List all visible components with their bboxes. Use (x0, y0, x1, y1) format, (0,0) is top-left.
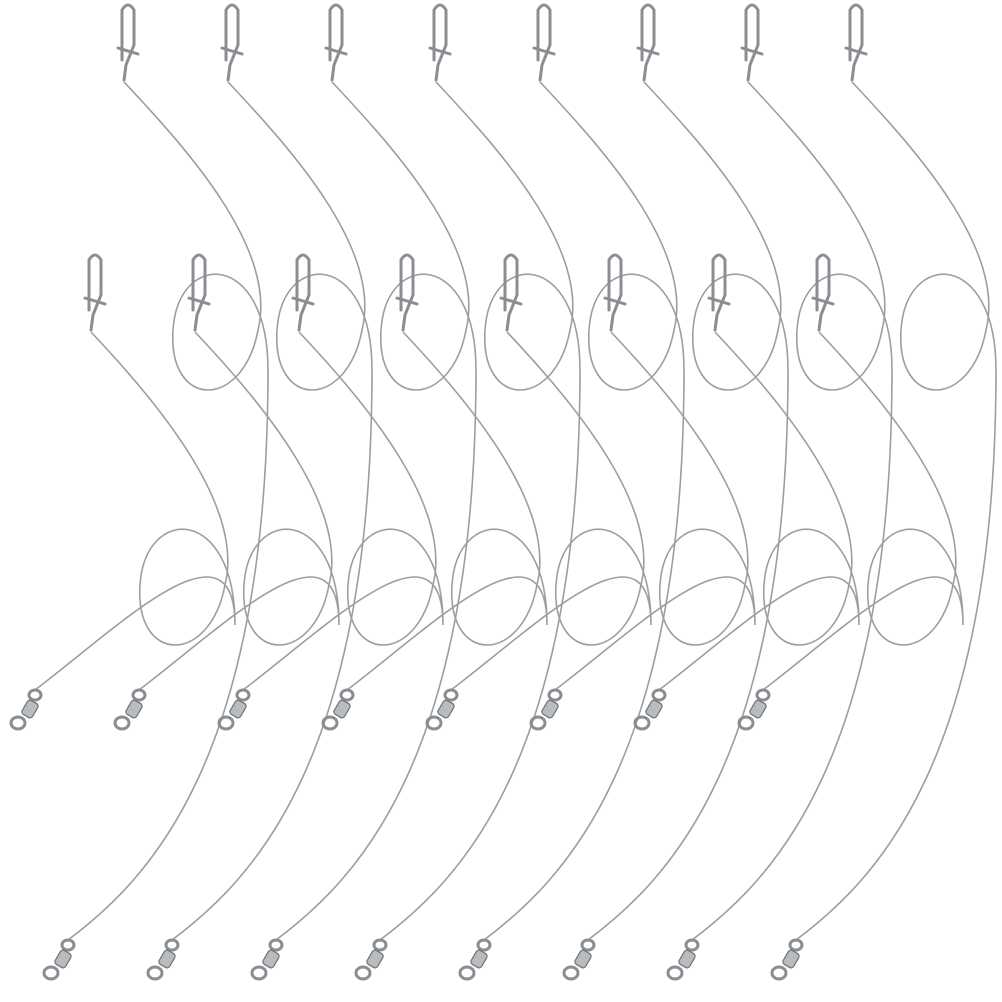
snap-clip-icon (395, 253, 419, 332)
steel-wire (67, 81, 269, 941)
swivel-icon (633, 688, 667, 731)
swivel-icon (9, 688, 43, 731)
snap-clip-icon (187, 253, 211, 332)
steel-wire (483, 81, 685, 941)
swivel-icon (666, 938, 700, 981)
back-row-leader-7 (666, 3, 893, 981)
snap-clip-icon (499, 253, 523, 332)
steel-wire (658, 331, 860, 691)
swivel-icon (458, 938, 492, 981)
snap-clip-icon (220, 3, 244, 82)
front-row-leader-1 (9, 253, 236, 731)
snap-clip-icon (811, 253, 835, 332)
snap-clip-icon (83, 253, 107, 332)
front-row-leader-3 (217, 253, 444, 731)
snap-clip-icon (428, 3, 452, 82)
steel-wire (450, 331, 652, 691)
swivel-icon (42, 938, 76, 981)
steel-wire (275, 81, 477, 941)
steel-wire (346, 331, 548, 691)
steel-wire (138, 331, 340, 691)
steel-wire (379, 81, 581, 941)
snap-clip-icon (844, 3, 868, 82)
swivel-icon (770, 938, 804, 981)
snap-clip-icon (603, 253, 627, 332)
swivel-icon (562, 938, 596, 981)
steel-wire (587, 81, 789, 941)
back-row-leader-8 (770, 3, 997, 981)
snap-clip-icon (532, 3, 556, 82)
steel-wire (171, 81, 373, 941)
front-row-leader-5 (425, 253, 652, 731)
back-row-leader-4 (354, 3, 581, 981)
swivel-icon (250, 938, 284, 981)
snap-clip-icon (116, 3, 140, 82)
swivel-icon (113, 688, 147, 731)
steel-wire (554, 331, 756, 691)
steel-wire (795, 81, 997, 941)
front-row-leader-8 (737, 253, 964, 731)
front-row-leader-2 (113, 253, 340, 731)
front-row-leader-4 (321, 253, 548, 731)
snap-clip-icon (740, 3, 764, 82)
snap-clip-icon (324, 3, 348, 82)
back-row-leader-2 (146, 3, 373, 981)
swivel-icon (217, 688, 251, 731)
back-row-leader-3 (250, 3, 477, 981)
steel-wire (762, 331, 964, 691)
swivel-icon (425, 688, 459, 731)
back-row-leader-6 (562, 3, 789, 981)
swivel-icon (354, 938, 388, 981)
front-row-leader-7 (633, 253, 860, 731)
swivel-icon (321, 688, 355, 731)
steel-wire (691, 81, 893, 941)
swivel-icon (737, 688, 771, 731)
steel-wire (242, 331, 444, 691)
back-row-leader-5 (458, 3, 685, 981)
snap-clip-icon (636, 3, 660, 82)
swivel-icon (529, 688, 563, 731)
snap-clip-icon (291, 253, 315, 332)
swivel-icon (146, 938, 180, 981)
steel-wire (34, 331, 236, 691)
front-row-leader-6 (529, 253, 756, 731)
back-row-leader-1 (42, 3, 269, 981)
snap-clip-icon (707, 253, 731, 332)
